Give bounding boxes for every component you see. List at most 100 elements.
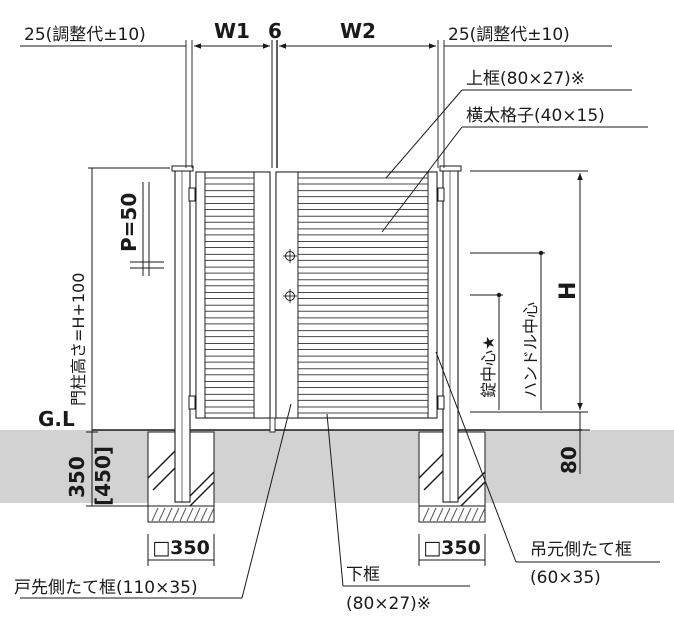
post-height-dimension bbox=[88, 167, 170, 430]
lattice-slat bbox=[297, 177, 429, 185]
lattice-slat bbox=[297, 241, 429, 249]
label-gap: 6 bbox=[268, 19, 282, 43]
lattice-slat bbox=[204, 368, 255, 376]
label-ground-offset: 80 bbox=[557, 446, 581, 474]
lock-center-dimension bbox=[470, 292, 503, 410]
lattice-slat bbox=[204, 202, 255, 210]
top-dimensions bbox=[20, 40, 612, 168]
lattice-slat bbox=[204, 228, 255, 236]
lattice-slat bbox=[297, 342, 429, 350]
lattice-slat bbox=[204, 190, 255, 198]
gate-leaf-left bbox=[195, 171, 271, 419]
lattice-slat bbox=[297, 292, 429, 299]
label-hinge-frame-line2: (60×35) bbox=[530, 568, 601, 588]
lattice-slat bbox=[204, 292, 255, 299]
label-w2: W2 bbox=[340, 19, 376, 43]
label-foundation-left: □350 bbox=[152, 537, 210, 559]
gravel-hatch-line bbox=[450, 507, 458, 522]
lattice-slat bbox=[204, 406, 255, 414]
lattice-slat bbox=[297, 304, 429, 312]
gravel-hatch-line bbox=[158, 507, 166, 522]
gravel-hatch-line bbox=[179, 507, 187, 522]
gravel-hatch-line bbox=[471, 507, 479, 522]
lattice-slat bbox=[297, 228, 429, 236]
lattice-slat bbox=[204, 241, 255, 249]
lattice-slat bbox=[204, 279, 255, 287]
label-depth-bracket: [450] bbox=[91, 446, 115, 506]
label-foundation-right: □350 bbox=[423, 537, 481, 559]
lattice-slat bbox=[297, 381, 429, 389]
label-depth-normal: 350 bbox=[65, 456, 89, 498]
lattice-slat bbox=[204, 253, 255, 261]
label-latch-frame: 戸先側たて框(110×35) bbox=[14, 578, 198, 598]
label-handle-center: ハンドル中心 bbox=[521, 302, 540, 398]
lattice-slat bbox=[297, 215, 429, 223]
gravel-hatch-line bbox=[193, 507, 201, 522]
lattice-slat bbox=[204, 355, 255, 363]
foundation-right-dimension bbox=[418, 534, 486, 566]
lattice-slat bbox=[297, 330, 429, 338]
lattice-slat bbox=[297, 393, 429, 401]
gravel-hatch-line bbox=[422, 507, 430, 522]
label-horizontal-lattice: 横太格子(40×15) bbox=[466, 106, 605, 126]
center-stop bbox=[269, 417, 276, 433]
lock-symbol bbox=[283, 289, 297, 303]
label-pitch: P=50 bbox=[117, 193, 141, 252]
lattice-slat bbox=[204, 393, 255, 401]
gravel-hatch-line bbox=[186, 507, 194, 522]
gravel-hatch-line bbox=[207, 507, 215, 522]
handle-center-dimension bbox=[470, 250, 545, 410]
gravel-hatch-line bbox=[200, 507, 208, 522]
gravel-hatch-line bbox=[165, 507, 173, 522]
lattice-slat bbox=[204, 177, 255, 185]
label-top-frame: 上框(80×27)※ bbox=[466, 69, 585, 89]
gate-leaf-right bbox=[275, 171, 438, 419]
lattice-slat bbox=[297, 406, 429, 414]
lattice-slat bbox=[297, 317, 429, 325]
gravel-hatch-line bbox=[464, 507, 472, 522]
lattice-slat bbox=[204, 317, 255, 325]
pitch-dimension bbox=[130, 182, 164, 276]
foundation-left-dimension bbox=[147, 534, 215, 566]
label-lock-center: 錠中心★ bbox=[479, 336, 498, 398]
lattice-slat bbox=[297, 190, 429, 198]
label-adjust-left: 25(調整代±10) bbox=[24, 25, 146, 45]
lattice-slat bbox=[204, 215, 255, 223]
leader-lattice bbox=[381, 126, 648, 233]
lattice-slat bbox=[204, 330, 255, 338]
gravel-hatch-line bbox=[457, 507, 465, 522]
gravel-hatch-line bbox=[478, 507, 486, 522]
lattice-slat bbox=[204, 381, 255, 389]
ground-offset-dimension bbox=[572, 412, 590, 474]
leader-latch-frame bbox=[20, 403, 292, 599]
gravel-hatch-line bbox=[172, 507, 180, 522]
lattice-slat bbox=[204, 304, 255, 312]
gravel-hatch-line bbox=[436, 507, 444, 522]
label-w1: W1 bbox=[214, 19, 250, 43]
label-post-height: 門柱高さ=H+100 bbox=[69, 273, 88, 406]
leader-top-frame bbox=[385, 89, 632, 179]
label-height: H bbox=[556, 282, 581, 300]
gravel-hatch-line bbox=[429, 507, 437, 522]
post-right bbox=[437, 165, 462, 503]
lattice-slat bbox=[297, 253, 429, 261]
label-bottom-frame-line1: 下框 bbox=[346, 565, 380, 585]
lattice-slat bbox=[297, 279, 429, 287]
post-left bbox=[171, 165, 196, 503]
gravel-hatch-line bbox=[151, 507, 159, 522]
lattice-slat bbox=[297, 355, 429, 363]
gravel-hatch-line bbox=[443, 507, 451, 522]
lattice-slat bbox=[297, 202, 429, 210]
depth-dimension bbox=[86, 430, 148, 507]
lattice-slat bbox=[204, 266, 255, 274]
label-gl: G.L bbox=[38, 407, 75, 431]
leader-hinge-frame bbox=[435, 351, 660, 563]
label-hinge-frame-line1: 吊元側たて框 bbox=[530, 540, 632, 560]
ground-band bbox=[0, 430, 674, 503]
label-bottom-frame-line2: (80×27)※ bbox=[346, 594, 431, 614]
handle-symbol bbox=[283, 249, 297, 263]
label-adjust-right: 25(調整代±10) bbox=[448, 25, 570, 45]
leader-bottom-frame bbox=[326, 413, 470, 587]
h-dimension bbox=[470, 170, 588, 413]
